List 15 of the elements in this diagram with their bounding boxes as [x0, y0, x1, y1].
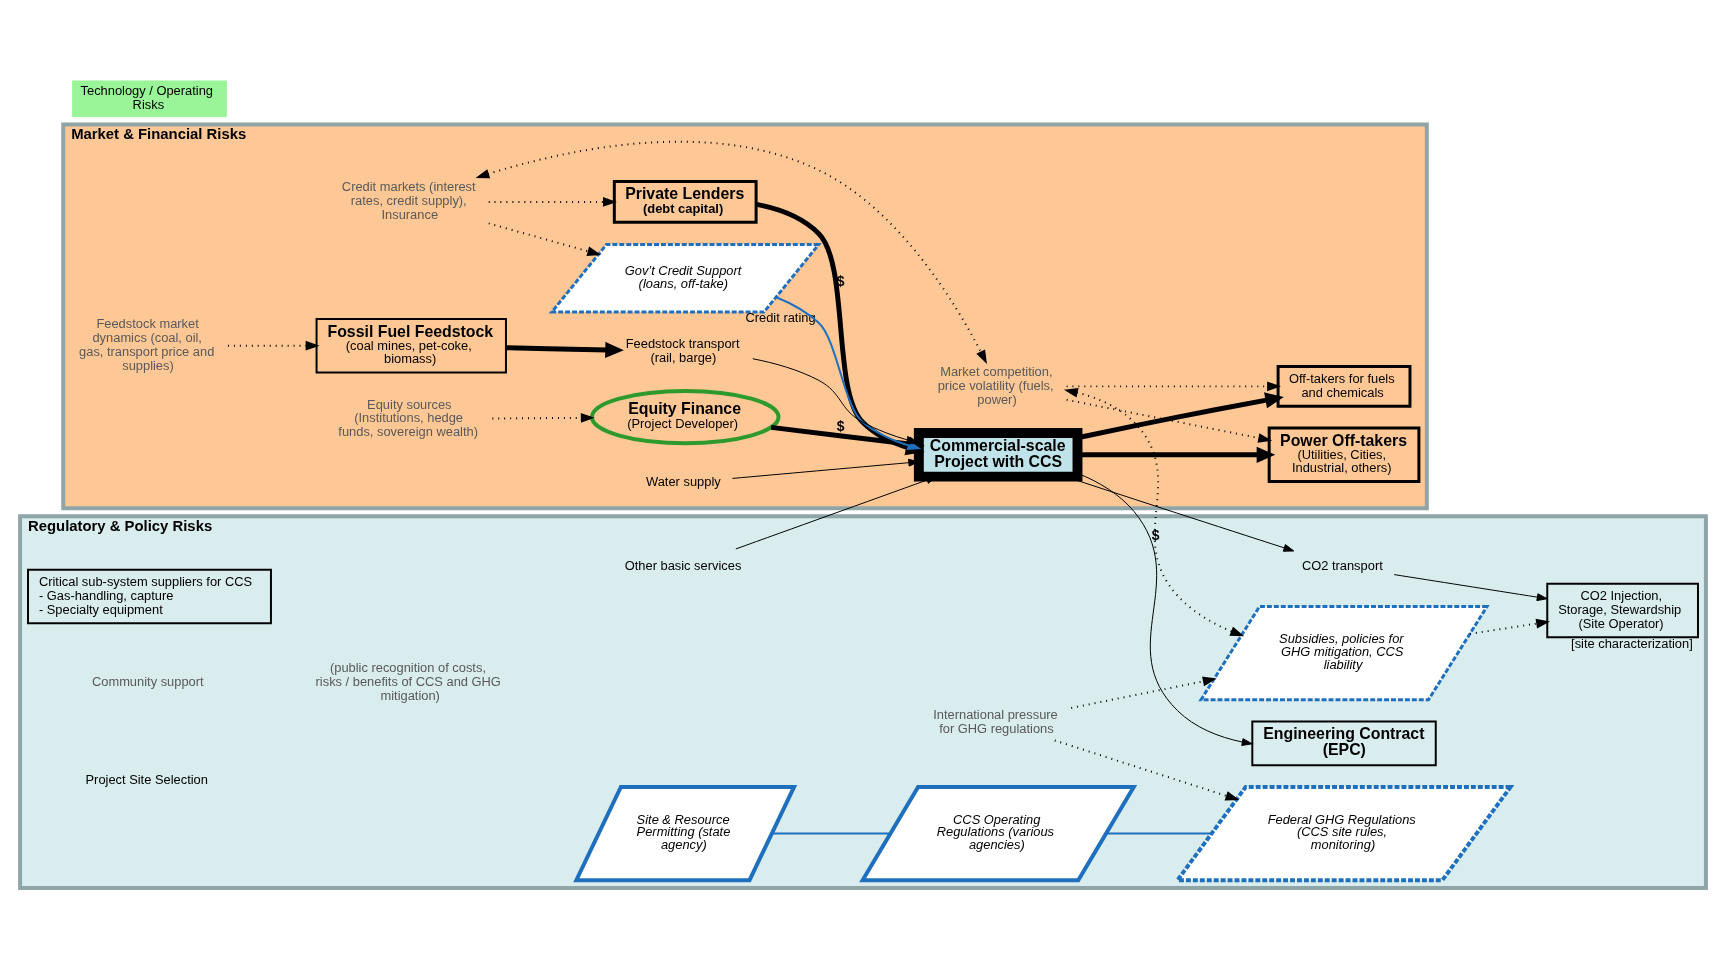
label: (public recognition of costs, risks / benefits of CCS and GHG mitigation)	[315, 659, 501, 703]
edge-label: $	[1151, 526, 1160, 543]
node-text: Market competition, price volatility (fuels, power)	[937, 363, 1054, 407]
label: Project Site Selection	[85, 771, 208, 787]
edge-label: $	[836, 417, 845, 434]
node-text: Water supply	[646, 473, 721, 489]
node-text: International pressure for GHG regulations	[933, 706, 1058, 736]
node-text: Feedstock transport (rail, barge)	[625, 335, 740, 365]
node-text: Other basic services	[624, 557, 742, 573]
label: Community support	[91, 673, 204, 689]
node-text: Equity sources (Institutions, hedge funds, sovereign wealth)	[338, 396, 478, 439]
node-text: Credit markets (interest rates, credit supply), Insurance	[341, 178, 476, 222]
node-text: CO2 transport	[1301, 557, 1383, 573]
node-text: Feedstock market dynamics (coal, oil, gas, transport price and supplies)	[79, 315, 215, 373]
node-label: [site characterization]	[1571, 635, 1693, 651]
